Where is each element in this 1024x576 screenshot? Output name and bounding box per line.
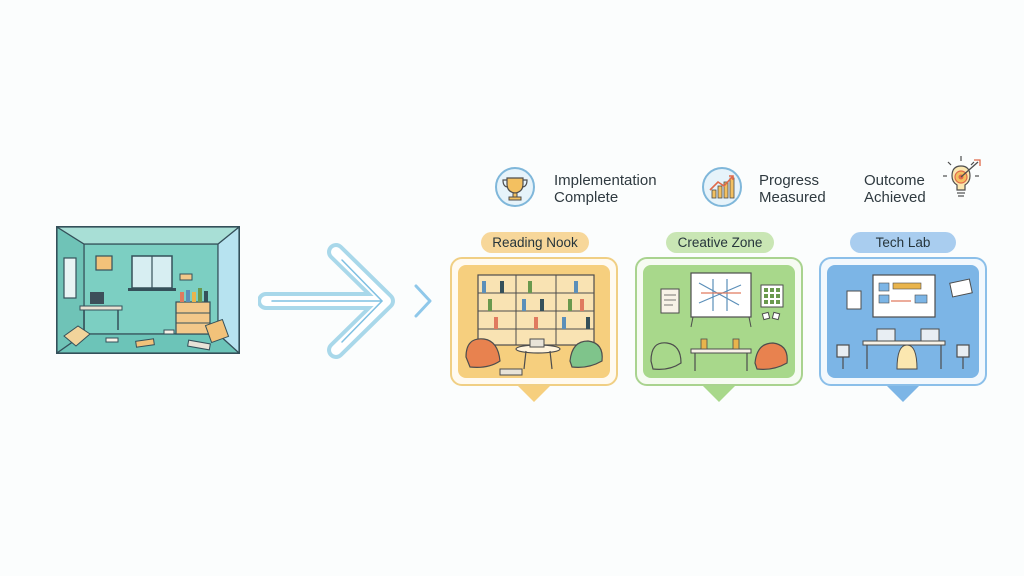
creative-zone-pointer — [703, 386, 735, 402]
status-progress-line1: Progress — [759, 172, 820, 189]
zone-pill-tech-lab: Tech Lab — [850, 232, 956, 253]
status-implementation-label: Implementation Complete — [554, 172, 657, 206]
reading-nook-pointer — [518, 386, 550, 402]
zone-pill-creative-zone: Creative Zone — [666, 232, 774, 253]
trophy-icon — [494, 166, 536, 208]
reading-nook-illustration — [458, 265, 610, 378]
zone-card-tech-lab — [819, 257, 987, 402]
creative-zone-illustration — [643, 265, 795, 378]
transition-arrow — [258, 238, 438, 364]
zone-card-creative-zone — [635, 257, 803, 402]
status-progress-label: Progress Measured — [759, 172, 826, 206]
status-outcome-line1: Outcome — [864, 172, 925, 189]
zone-pill-reading-nook: Reading Nook — [481, 232, 589, 253]
status-outcome-label: Outcome Achieved — [864, 172, 926, 206]
status-outcome-line2: Achieved — [864, 189, 926, 206]
status-progress-line2: Measured — [759, 189, 826, 206]
tech-lab-pointer — [887, 386, 919, 402]
growth-chart-icon — [700, 166, 744, 208]
before-room-illustration — [56, 226, 240, 354]
zone-card-reading-nook — [450, 257, 618, 402]
tech-lab-illustration — [827, 265, 979, 378]
status-implementation-line2: Complete — [554, 189, 619, 206]
status-implementation-line1: Implementation — [554, 172, 657, 189]
lightbulb-target-icon — [940, 154, 986, 202]
